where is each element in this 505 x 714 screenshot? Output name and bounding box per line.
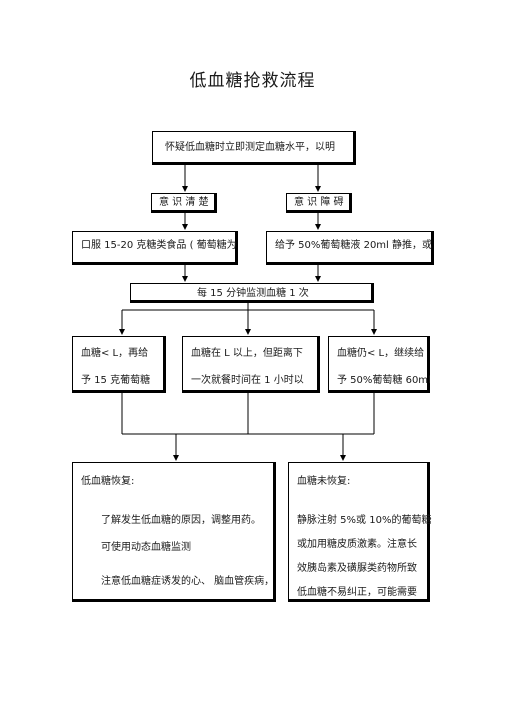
node-recovered: 低血糖恢复: 了解发生低血糖的原因，调整用药。 可使用动态血糖监测 注意低血糖症… bbox=[72, 462, 276, 602]
node-notrec-line1: 静脉注射 5%或 10%的葡萄糖 bbox=[297, 515, 432, 526]
node-still: 血糖仍< L，继续给 予 50%葡萄糖 60ml bbox=[328, 336, 431, 393]
node-notrec-line4: 低血糖不易纠正，可能需要 bbox=[297, 587, 417, 598]
node-oral-text: 口服 15-20 克糖类食品 ( 葡萄糖为 bbox=[81, 240, 237, 251]
node-iv-text: 给予 50%葡萄糖液 20ml 静推，或 bbox=[275, 240, 433, 251]
node-still-line1: 血糖仍< L，继续给 bbox=[337, 348, 425, 359]
node-low-line1: 血糖< L，再给 bbox=[81, 348, 149, 359]
node-unconscious: 意 识 障 碍 bbox=[286, 193, 352, 213]
node-recovered-line2: 可使用动态血糖监测 bbox=[101, 542, 191, 553]
node-notrec-line2: 或加用糖皮质激素。注意长 bbox=[297, 539, 417, 550]
node-still-line2: 予 50%葡萄糖 60ml bbox=[337, 375, 431, 386]
page-title: 低血糖抢救流程 bbox=[189, 71, 316, 91]
node-monitor-text: 每 15 分钟监测血糖 1 次 bbox=[197, 288, 309, 299]
node-notrec-title: 血糖未恢复: bbox=[297, 476, 351, 487]
node-notrec-line3: 效胰岛素及磺脲类药物所致 bbox=[297, 563, 417, 574]
node-low: 血糖< L，再给 予 15 克葡萄糖 bbox=[72, 336, 166, 393]
node-conscious: 意 识 清 楚 bbox=[151, 193, 217, 213]
node-recovered-line1: 了解发生低血糖的原因，调整用药。 bbox=[101, 515, 261, 526]
node-unconscious-text: 意 识 障 碍 bbox=[294, 197, 344, 208]
node-conscious-text: 意 识 清 楚 bbox=[159, 197, 209, 208]
node-recovered-title: 低血糖恢复: bbox=[81, 476, 135, 487]
node-notrec: 血糖未恢复: 静脉注射 5%或 10%的葡萄糖 或加用糖皮质激素。注意长 效胰岛… bbox=[288, 462, 432, 602]
node-monitor: 每 15 分钟监测血糖 1 次 bbox=[130, 283, 374, 303]
node-start-text: 怀疑低血糖时立即测定血糖水平，以明 bbox=[165, 142, 335, 153]
node-low-line2: 予 15 克葡萄糖 bbox=[81, 375, 151, 386]
node-above-line1: 血糖在 L 以上，但距离下 bbox=[191, 348, 303, 359]
node-iv: 给予 50%葡萄糖液 20ml 静推，或 bbox=[266, 231, 434, 265]
node-recovered-line3: 注意低血糖症诱发的心、 脑血管疾病， bbox=[101, 576, 275, 587]
node-start: 怀疑低血糖时立即测定血糖水平，以明 bbox=[152, 131, 356, 165]
node-above-line2: 一次就餐时间在 1 小时以 bbox=[191, 375, 304, 386]
node-above: 血糖在 L 以上，但距离下 一次就餐时间在 1 小时以 bbox=[182, 336, 320, 393]
node-oral: 口服 15-20 克糖类食品 ( 葡萄糖为 bbox=[72, 231, 238, 265]
